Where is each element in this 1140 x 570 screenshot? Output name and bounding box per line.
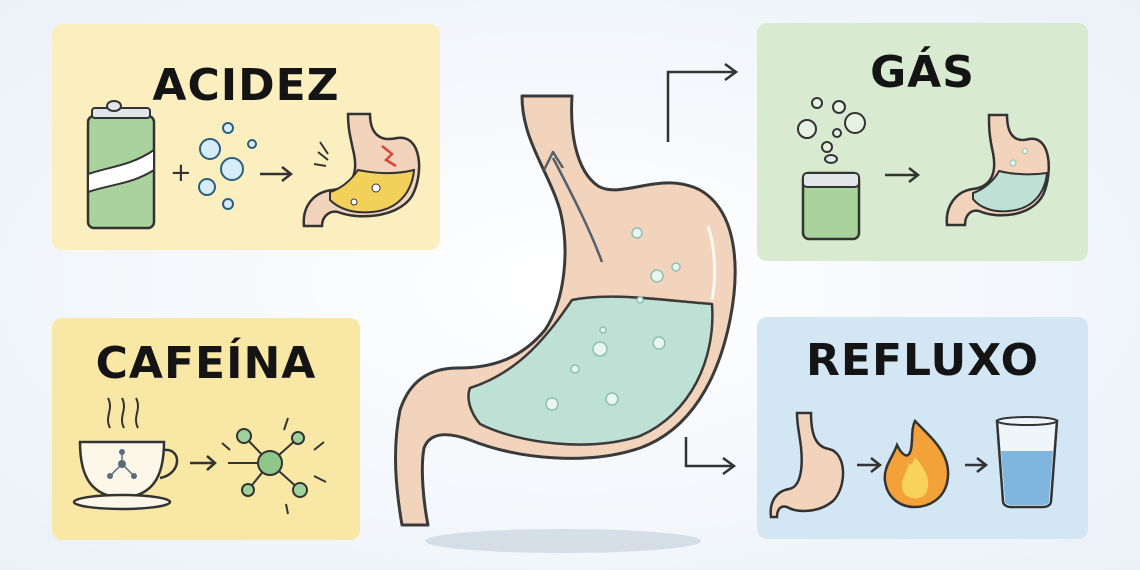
- gas-icons: [797, 97, 1050, 241]
- stomach-shadow: [425, 529, 701, 553]
- flame-icon: [883, 418, 950, 509]
- esophagus-icon: [769, 411, 845, 519]
- card-refluxo: REFLUXO: [757, 317, 1088, 539]
- connector-arrow-refluxo-head: [722, 456, 737, 476]
- refluxo-icons: [769, 411, 1059, 519]
- stomach-icon: [945, 113, 1050, 227]
- card-title-acidez: ACIDEZ: [152, 60, 340, 111]
- arrow-icon: [885, 167, 921, 183]
- card-acidez: ACIDEZ +: [52, 24, 440, 250]
- acidez-icons: +: [86, 100, 421, 230]
- coffee-cup-icon: [72, 397, 179, 511]
- card-gas: GÁS: [757, 23, 1088, 261]
- water-glass-icon: [995, 416, 1059, 509]
- connector-arrow-gas: [666, 70, 735, 142]
- reflux-arrow-head: [542, 150, 565, 171]
- reflux-arrow-icon: [551, 157, 604, 263]
- stomach-bubbles: [545, 227, 681, 411]
- soda-can-icon: [86, 100, 156, 230]
- arrow-icon: [260, 166, 294, 182]
- soda-can-icon: [801, 154, 861, 241]
- card-title-cafeina: CAFEÍNA: [95, 338, 317, 389]
- arrow-icon: [190, 455, 217, 471]
- bubbles-icon: [797, 97, 866, 153]
- arrow-icon: [965, 457, 989, 473]
- arrow-icon: [857, 457, 883, 473]
- stomach-highlight: [706, 225, 717, 301]
- molecule-icon: [221, 417, 327, 515]
- card-cafeina: CAFEÍNA: [52, 318, 360, 540]
- card-title-gas: GÁS: [870, 47, 975, 98]
- plus-sign: +: [170, 158, 192, 188]
- bubbles-icon: [198, 122, 257, 210]
- connector-arrow-refluxo: [684, 437, 733, 468]
- card-title-refluxo: REFLUXO: [806, 335, 1039, 386]
- stomach-fluid: [467, 295, 714, 446]
- irritated-stomach-icon: [302, 112, 421, 228]
- cafeina-icons: [72, 397, 327, 515]
- connector-arrow-gas-head: [724, 62, 739, 82]
